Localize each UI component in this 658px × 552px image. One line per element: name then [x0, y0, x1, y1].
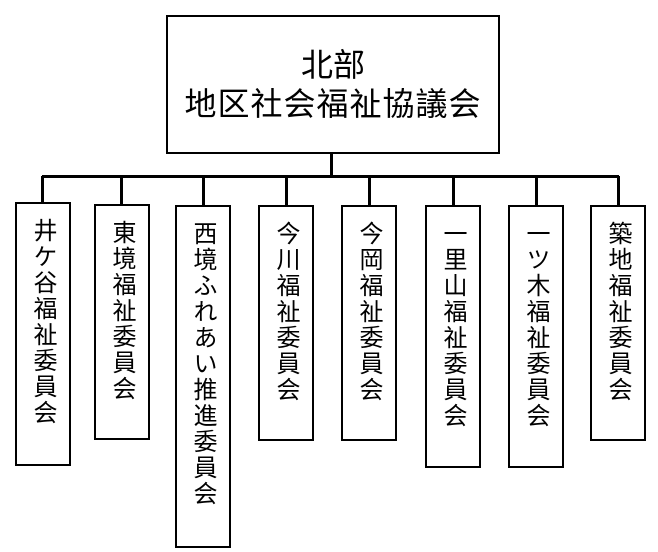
child-node-imagawa: 今川福祉委員会 [258, 205, 314, 441]
child-node-hitotsugi: 一ツ木福祉委員会 [508, 205, 564, 468]
child-node-tsukiji: 築地福祉委員会 [590, 205, 646, 441]
child-connector [368, 176, 371, 206]
child-connector [120, 176, 123, 205]
root-title-line2: 地区社会福祉協議会 [184, 84, 482, 123]
child-node-igaya: 井ケ谷福祉委員会 [15, 202, 71, 466]
child-label: 一里山福祉委員会 [439, 221, 467, 429]
child-node-higashizakai: 東境福祉委員会 [94, 204, 150, 440]
child-connector [41, 176, 44, 203]
child-label: 今岡福祉委員会 [355, 221, 383, 403]
child-label: 今川福祉委員会 [272, 221, 300, 403]
root-node: 北部 地区社会福祉協議会 [166, 15, 500, 154]
child-connector [202, 176, 205, 206]
horizontal-connector [42, 175, 619, 178]
child-connector [285, 176, 288, 206]
child-label: 西境ふれあい推進委員会 [189, 221, 217, 507]
child-connector [535, 176, 538, 206]
child-connector [617, 176, 620, 206]
child-node-ichiriyama: 一里山福祉委員会 [425, 205, 481, 468]
root-title-line1: 北部 [300, 46, 365, 85]
child-connector [452, 176, 455, 206]
child-node-nishizakai: 西境ふれあい推進委員会 [175, 205, 231, 548]
child-node-imaoka: 今岡福祉委員会 [341, 205, 397, 441]
child-label: 一ツ木福祉委員会 [522, 221, 550, 429]
child-label: 井ケ谷福祉委員会 [29, 218, 57, 426]
root-connector [330, 154, 333, 176]
child-label: 東境福祉委員会 [108, 220, 136, 402]
child-label: 築地福祉委員会 [604, 221, 632, 403]
